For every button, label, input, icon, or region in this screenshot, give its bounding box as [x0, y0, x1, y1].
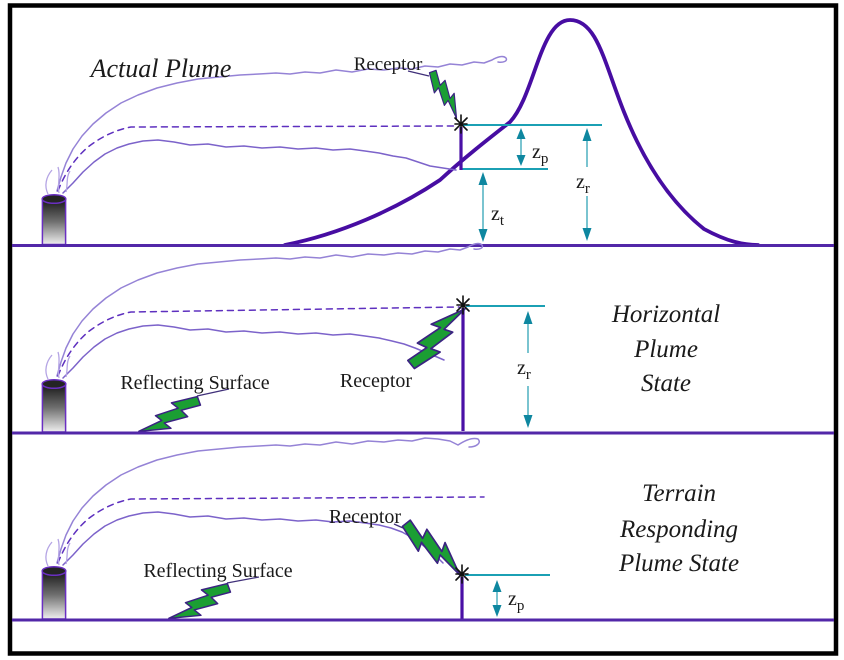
smokestack-cap	[41, 378, 67, 390]
lightning-bolt-icon	[423, 66, 467, 122]
receptor-label: Receptor	[354, 54, 423, 75]
panel-terrain-responding-plume-state: Terrain Responding Plume State Reflectin…	[12, 437, 834, 632]
smokestack-cap	[41, 193, 67, 205]
receptor-pointer-line	[407, 70, 430, 77]
plume-centerline	[57, 496, 485, 564]
plume-centerline	[57, 306, 460, 377]
lightning-bolt-icon	[164, 575, 235, 632]
terrain-hill	[283, 18, 760, 247]
receptor-label: Receptor	[340, 370, 413, 392]
reflecting-pointer-line	[196, 388, 230, 397]
z-r-label: zr	[517, 357, 531, 383]
plume-lower-outline	[62, 324, 445, 379]
stack-smoke-wisp	[45, 351, 71, 380]
zr-arrow	[582, 128, 592, 241]
zp-arrow	[516, 128, 526, 166]
plume-upper-outline	[56, 55, 508, 192]
diagram-border	[7, 3, 839, 656]
reflecting-surface-label: Reflecting Surface	[143, 560, 292, 582]
panel3-title-line3: Plume State	[618, 550, 739, 577]
zp-arrow	[492, 580, 502, 617]
plume-lower-outline	[62, 139, 457, 194]
lightning-bolt-icon	[402, 297, 472, 376]
plume-centerline	[57, 125, 457, 192]
plume-lower-outline	[62, 511, 444, 566]
reflecting-pointer-line	[226, 576, 260, 584]
stack-smoke-wisp	[45, 166, 71, 195]
z-t-label: zt	[491, 203, 505, 229]
smokestack	[41, 198, 67, 246]
zr-arrow	[523, 311, 533, 428]
smokestack	[41, 383, 67, 433]
reflecting-surface-label: Reflecting Surface	[120, 372, 269, 394]
receptor-pointer-line	[393, 523, 404, 529]
receptor-label: Receptor	[329, 506, 402, 528]
lightning-bolt-icon	[134, 388, 205, 445]
plume-upper-outline	[56, 437, 481, 564]
panel3-title-line2: Responding	[619, 516, 738, 543]
zt-arrow	[478, 172, 488, 242]
z-r-label: zr	[576, 171, 590, 197]
panel2-title-line3: State	[641, 370, 691, 397]
panel-actual-plume: Actual Plume Receptor zp zr zt	[12, 18, 834, 247]
smokestack-cap	[41, 565, 67, 577]
smokestack	[41, 570, 67, 620]
panel2-title-line2: Plume	[633, 336, 698, 363]
plume-upper-outline	[56, 242, 484, 377]
z-p-label: zp	[508, 588, 524, 614]
stack-smoke-wisp	[45, 538, 71, 567]
receptor-point-marker	[455, 564, 469, 584]
panel3-title-line1: Terrain	[642, 480, 716, 507]
panel-horizontal-plume-state: Horizontal Plume State Reflecting Surfac…	[12, 242, 834, 445]
panel2-title-line1: Horizontal	[611, 301, 720, 328]
panel1-title: Actual Plume	[89, 54, 232, 83]
z-p-label: zp	[532, 141, 548, 167]
